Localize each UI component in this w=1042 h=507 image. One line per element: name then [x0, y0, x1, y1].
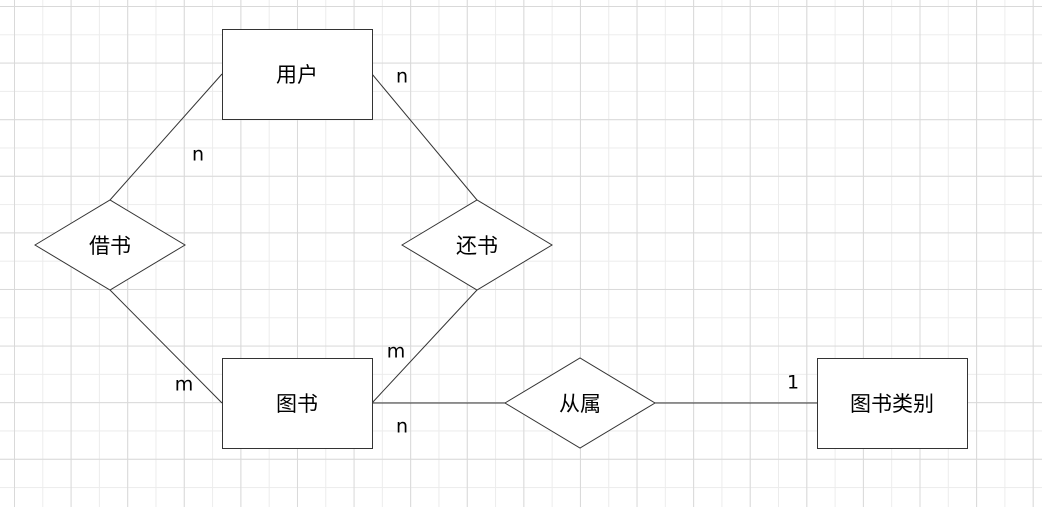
entity-category-label: 图书类别	[850, 392, 934, 416]
entity-book-label: 图书	[276, 392, 318, 416]
cardinality-user-return: n	[396, 66, 408, 88]
entity-book[interactable]	[222, 358, 373, 449]
relationship-borrow[interactable]	[34, 199, 186, 291]
entity-user-label: 用户	[276, 63, 318, 87]
cardinality-book-borrow: m	[175, 374, 194, 396]
edge-borrow-book	[109, 289, 223, 404]
cardinality-book-belongs: n	[396, 416, 408, 438]
relationship-borrow-label: 借书	[89, 234, 131, 258]
edge-return-book	[371, 289, 478, 404]
relationship-return-label: 还书	[456, 234, 498, 258]
cardinality-user-borrow: n	[192, 144, 204, 166]
edge-user-return	[371, 73, 478, 201]
relationship-return[interactable]	[401, 199, 553, 291]
cardinality-book-return: m	[387, 341, 406, 363]
edge-user-borrow	[109, 73, 223, 201]
relationship-belongs[interactable]	[504, 357, 656, 449]
relationship-belongs-label: 从属	[559, 392, 601, 416]
entity-category[interactable]	[817, 358, 968, 449]
cardinality-category-belongs: 1	[787, 372, 799, 394]
entity-user[interactable]	[222, 29, 373, 120]
